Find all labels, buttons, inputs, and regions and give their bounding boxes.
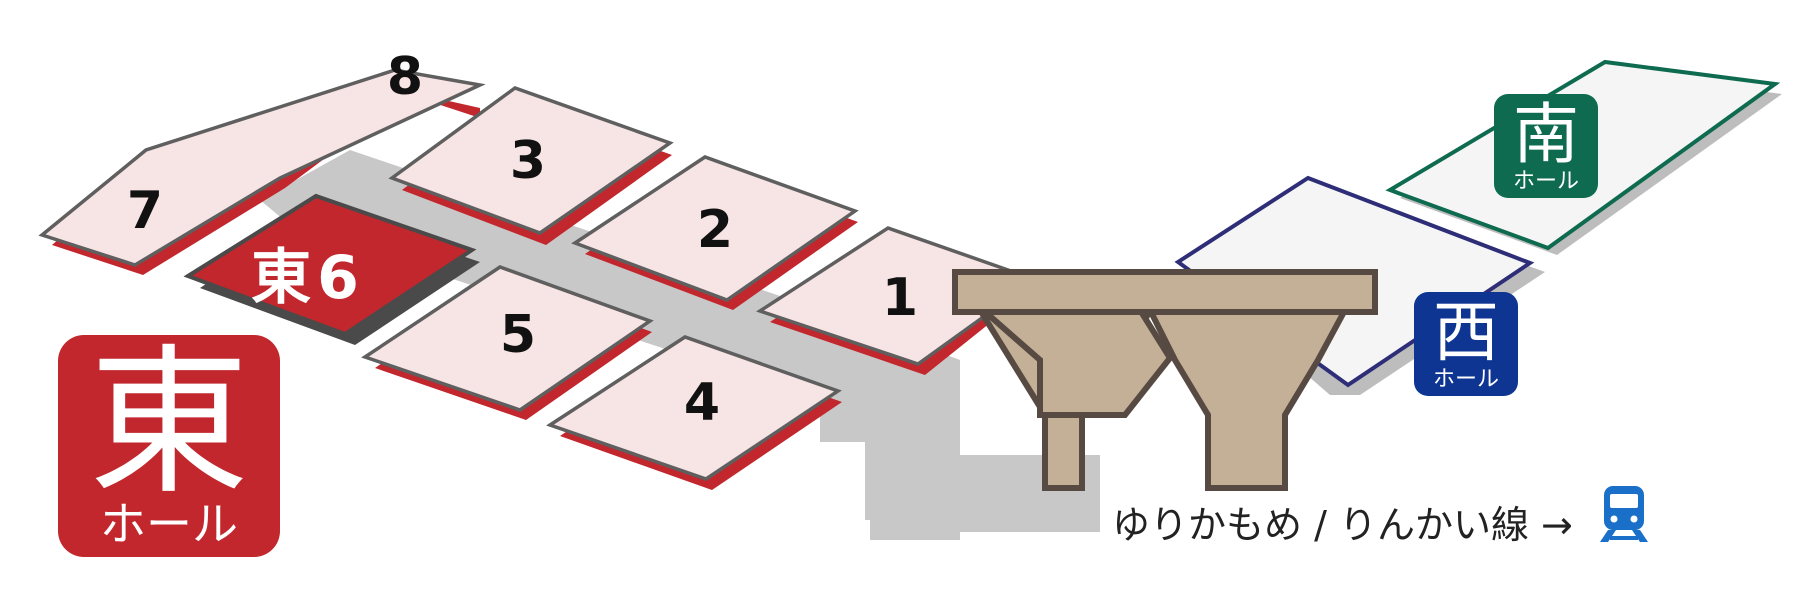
hall-3[interactable] xyxy=(388,86,674,245)
hall-4[interactable] xyxy=(546,335,842,490)
south-badge-sub: ホール xyxy=(1513,169,1579,194)
hall-2-label: 2 xyxy=(697,200,733,260)
hall-4-label: 4 xyxy=(684,373,720,433)
hall-7-8[interactable] xyxy=(38,68,486,275)
east-badge-kanji: 東 xyxy=(89,329,249,516)
east-6-prefix: 東 xyxy=(251,243,311,313)
station-structure xyxy=(952,269,1378,491)
hall-7-label: 7 xyxy=(127,181,163,241)
hall-5-label: 5 xyxy=(500,305,536,365)
hall-2[interactable] xyxy=(571,155,859,310)
east-6-number: 6 xyxy=(317,243,359,313)
west-badge-kanji: 西 xyxy=(1433,294,1499,371)
west-badge-sub: ホール xyxy=(1433,367,1499,392)
route-label: ゆりかもめ / りんかい線 → xyxy=(1112,503,1573,547)
west-hall-badge: 西 ホール xyxy=(1414,292,1518,396)
south-badge-kanji: 南 xyxy=(1513,96,1579,173)
hall-east-6[interactable] xyxy=(183,193,480,345)
hall-8-label: 8 xyxy=(387,47,423,107)
hall-5[interactable] xyxy=(361,265,654,420)
south-hall-badge: 南 ホール xyxy=(1494,94,1598,198)
east-badge-sub: ホール xyxy=(100,497,238,551)
hall-1-label: 1 xyxy=(882,268,918,328)
hall-3-label: 3 xyxy=(510,131,546,191)
train-icon xyxy=(1600,486,1648,542)
east-hall-badge: 東 ホール xyxy=(58,329,280,557)
